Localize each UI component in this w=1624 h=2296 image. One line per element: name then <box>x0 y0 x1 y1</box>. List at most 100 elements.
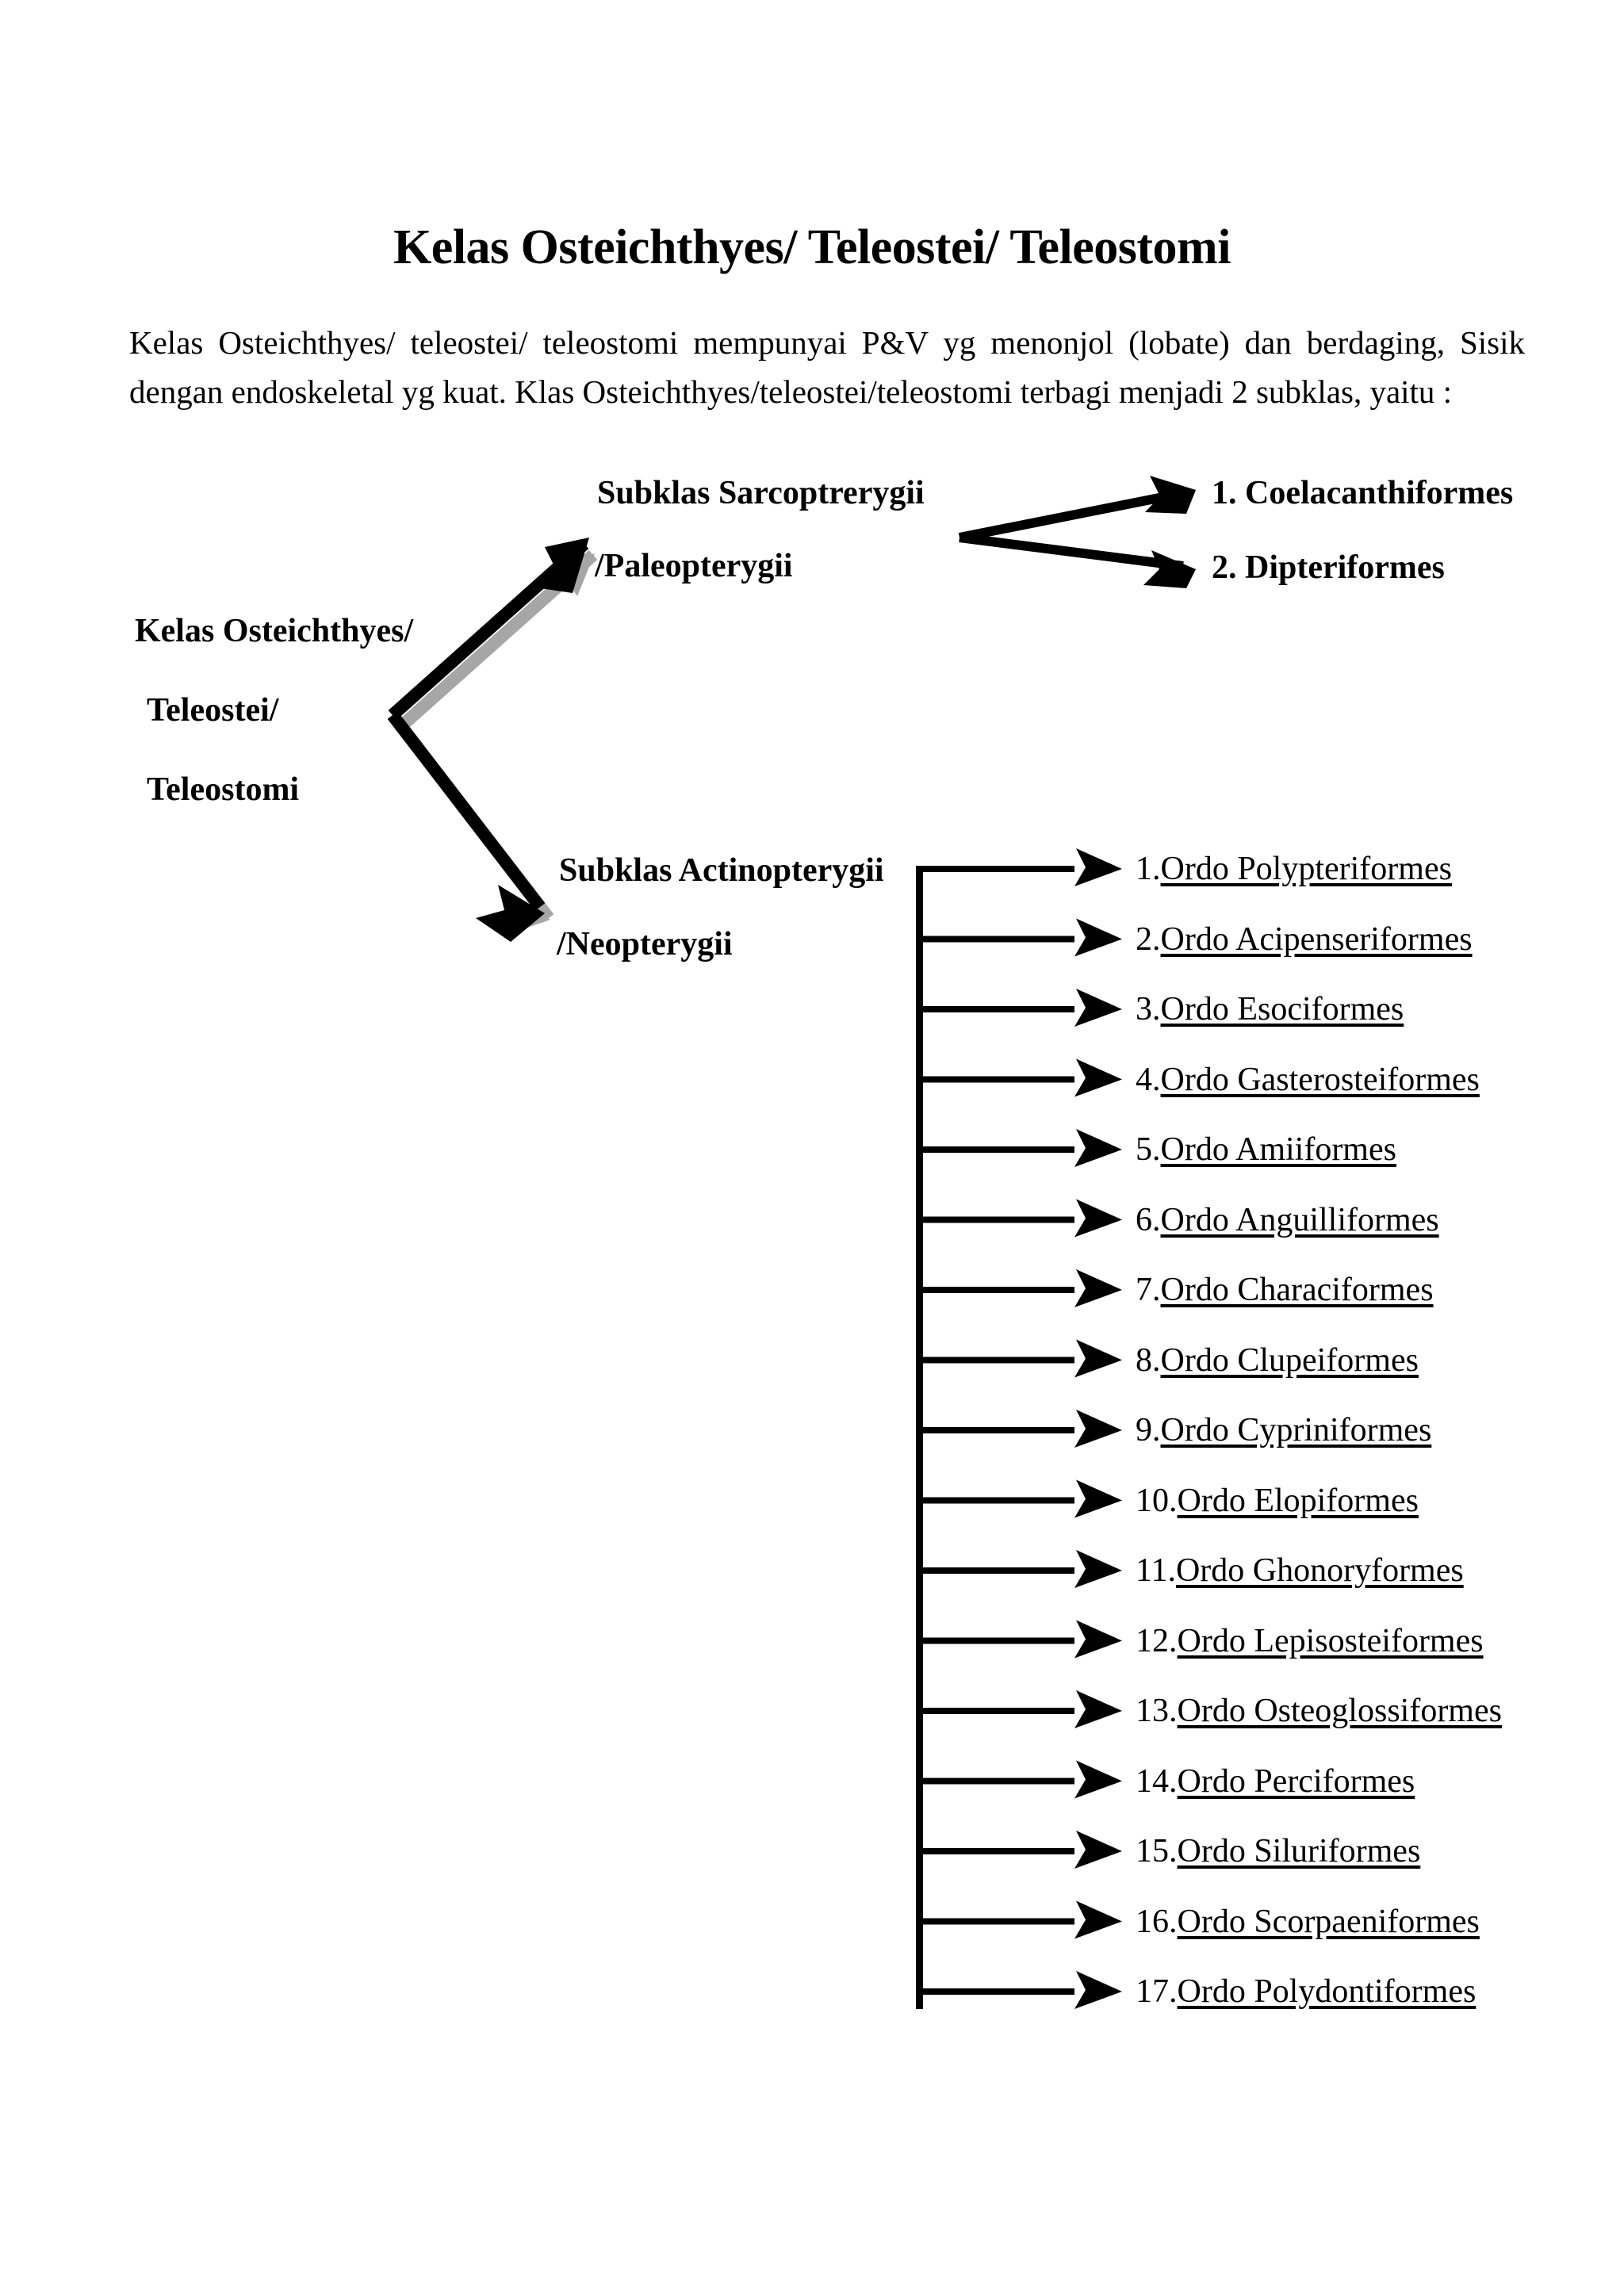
ordo-arrowhead-icon <box>1074 1831 1122 1869</box>
ordo-name: Ordo Cypriniformes <box>1160 1412 1432 1448</box>
sarcopterygii-branch-arrows <box>958 476 1196 588</box>
ordo-connector-line <box>919 1777 1074 1785</box>
ordo-list-item: 7.Ordo Characiformes <box>1136 1273 1434 1307</box>
subklas-paleopterygii-label: /Paleopterygii <box>595 548 793 584</box>
ordo-number: 16. <box>1136 1903 1178 1940</box>
ordo-arrowhead-icon <box>1074 1479 1122 1518</box>
ordo-name: Ordo Gasterosteiformes <box>1160 1061 1480 1098</box>
ordo-number: 5. <box>1136 1131 1161 1168</box>
ordo-number: 11. <box>1136 1552 1176 1589</box>
ordo-number: 10. <box>1136 1482 1178 1519</box>
ordo-name: Ordo Siluriformes <box>1177 1833 1421 1869</box>
ordo-branch-arrows <box>919 848 1122 2009</box>
ordo-list-item: 11.Ordo Ghonoryformes <box>1136 1554 1464 1587</box>
ordo-name: Ordo Perciformes <box>1177 1762 1415 1800</box>
ordo-arrowhead-icon <box>1074 1199 1122 1238</box>
ordo-name: Ordo Characiformes <box>1160 1272 1434 1308</box>
ordo-list-item: 13.Ordo Osteoglossiformes <box>1136 1694 1502 1728</box>
root-label-line-2: Teleostei/ <box>147 692 279 729</box>
ordo-arrowhead-icon <box>1074 1410 1122 1448</box>
ordo-name: Ordo Osteoglossiformes <box>1177 1693 1502 1729</box>
ordo-number: 4. <box>1136 1061 1161 1098</box>
root-class-label: Kelas Osteichthyes/ Teleostei/ Teleostom… <box>135 614 413 806</box>
ordo-number: 9. <box>1136 1412 1161 1448</box>
ordo-connector-line <box>919 1076 1074 1083</box>
ordo-name: Ordo Elopiformes <box>1177 1482 1419 1519</box>
ordo-number: 12. <box>1136 1622 1178 1659</box>
ordo-number: 1. <box>1136 851 1161 887</box>
ordo-number: 13. <box>1136 1693 1178 1729</box>
ordo-connector-line <box>919 866 1074 872</box>
ordo-list-item: 5.Ordo Amiiformes <box>1136 1133 1396 1166</box>
ordo-number: 15. <box>1136 1833 1178 1869</box>
ordo-list-item: 6.Ordo Anguilliformes <box>1136 1203 1439 1237</box>
ordo-arrowhead-icon <box>1074 989 1122 1027</box>
sarcopterygii-order-2: 2. Dipteriformes <box>1212 549 1445 586</box>
root-label-line-3: Teleostomi <box>147 771 300 808</box>
ordo-connector-line <box>919 1918 1074 1925</box>
ordo-name: Ordo Lepisosteiformes <box>1177 1622 1484 1659</box>
ordo-list-item: 2.Ordo Acipenseriformes <box>1136 923 1473 956</box>
ordo-list-item: 16.Ordo Scorpaeniformes <box>1136 1905 1480 1938</box>
ordo-number: 6. <box>1136 1201 1161 1238</box>
ordo-list-item: 1.Ordo Polypteriformes <box>1136 852 1452 886</box>
ordo-name: Ordo Anguilliformes <box>1160 1201 1439 1238</box>
ordo-list-item: 15.Ordo Siluriformes <box>1136 1835 1420 1868</box>
ordo-connector-line <box>919 1567 1074 1574</box>
ordo-list-item: 8.Ordo Clupeiformes <box>1136 1344 1419 1377</box>
ordo-connector-line <box>919 1357 1074 1364</box>
ordo-name: Ordo Scorpaeniformes <box>1177 1903 1480 1940</box>
ordo-name: Ordo Ghonoryformes <box>1175 1552 1464 1589</box>
ordo-arrowhead-icon <box>1074 1058 1122 1097</box>
root-label-line-1: Kelas Osteichthyes/ <box>135 613 414 649</box>
ordo-name: Ordo Amiiformes <box>1160 1131 1396 1168</box>
ordo-name: Ordo Clupeiformes <box>1160 1341 1419 1379</box>
ordo-arrowhead-icon <box>1074 848 1122 886</box>
subklas-sarcopterygii-label: Subklas Sarcoptrerygii <box>597 475 925 511</box>
subklas-actinopterygii-label: Subklas Actinopterygii <box>559 852 884 889</box>
ordo-list-item: 10.Ordo Elopiformes <box>1136 1484 1419 1517</box>
ordo-list-item: 4.Ordo Gasterosteiformes <box>1136 1063 1480 1096</box>
ordo-connector-line <box>919 1006 1074 1012</box>
ordo-arrowhead-icon <box>1074 1620 1122 1659</box>
ordo-arrowhead-icon <box>1074 1129 1122 1167</box>
ordo-number: 3. <box>1136 991 1161 1027</box>
subklas-neopterygii-label: /Neopterygii <box>557 926 733 962</box>
ordo-connector-line <box>919 1988 1074 1995</box>
ordo-connector-line <box>919 1708 1074 1714</box>
root-branch-arrow-up <box>388 538 589 720</box>
ordo-arrowhead-icon <box>1074 918 1122 957</box>
ordo-arrowhead-icon <box>1074 1269 1122 1307</box>
ordo-number: 7. <box>1136 1272 1161 1308</box>
ordo-number: 2. <box>1136 920 1161 958</box>
ordo-arrowhead-icon <box>1074 1900 1122 1939</box>
ordo-arrowhead-icon <box>1074 1690 1122 1728</box>
ordo-connector-line <box>919 936 1074 943</box>
ordo-list-item: 12.Ordo Lepisosteiformes <box>1136 1624 1484 1658</box>
intro-paragraph: Kelas Osteichthyes/ teleostei/ teleostom… <box>129 324 1525 411</box>
ordo-connector-line <box>919 1427 1074 1433</box>
ordo-connector-line <box>919 1848 1074 1854</box>
ordo-list-item: 17.Ordo Polydontiformes <box>1136 1975 1476 2008</box>
ordo-arrowhead-icon <box>1074 1971 1122 2009</box>
ordo-connector-line <box>919 1146 1074 1153</box>
page-title: Kelas Osteichthyes/ Teleostei/ Teleostom… <box>393 220 1231 274</box>
ordo-arrowhead-icon <box>1074 1760 1122 1799</box>
actinopterygii-trunk <box>916 866 923 2009</box>
ordo-arrowhead-icon <box>1074 1339 1122 1378</box>
ordo-number: 8. <box>1136 1341 1161 1379</box>
ordo-connector-line <box>919 1637 1074 1644</box>
root-branch-arrow-down <box>387 711 546 942</box>
ordo-number: 14. <box>1136 1762 1178 1800</box>
ordo-number: 17. <box>1136 1973 1178 2010</box>
ordo-name: Ordo Acipenseriformes <box>1160 920 1473 958</box>
ordo-name: Ordo Polypteriformes <box>1160 851 1452 887</box>
ordo-name: Ordo Esociformes <box>1160 991 1404 1027</box>
ordo-arrowhead-icon <box>1074 1550 1122 1588</box>
ordo-list-item: 3.Ordo Esociformes <box>1136 993 1404 1026</box>
ordo-name: Ordo Polydontiformes <box>1177 1973 1477 2010</box>
ordo-list-item: 14.Ordo Perciformes <box>1136 1765 1415 1798</box>
ordo-connector-line <box>919 1497 1074 1504</box>
ordo-connector-line <box>919 1216 1074 1223</box>
